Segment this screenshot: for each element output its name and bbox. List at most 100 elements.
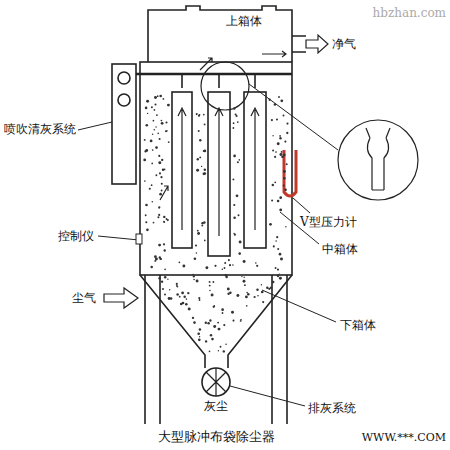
outlet-arrow bbox=[306, 35, 328, 53]
dust-dot bbox=[261, 284, 262, 285]
dust-dot bbox=[243, 277, 244, 278]
dust-dot bbox=[144, 139, 146, 141]
support-legs bbox=[145, 275, 287, 424]
controller-box bbox=[136, 234, 142, 244]
dust-dot bbox=[161, 190, 163, 192]
flow-arrow bbox=[215, 108, 223, 236]
dust-dot bbox=[209, 290, 211, 292]
dust-dot bbox=[201, 166, 202, 167]
dust-dot bbox=[272, 184, 274, 186]
dust-dot bbox=[164, 276, 167, 279]
dust-dot bbox=[145, 214, 147, 216]
filter-bag bbox=[244, 92, 266, 248]
dust-dot bbox=[281, 155, 284, 158]
dust-dot bbox=[271, 199, 273, 201]
dust-dot bbox=[198, 338, 201, 341]
dust-dot bbox=[196, 252, 198, 254]
leader-line bbox=[293, 198, 310, 213]
part-label: 中箱体 bbox=[322, 242, 358, 256]
dust-dot bbox=[275, 267, 277, 269]
dust-dot bbox=[151, 184, 153, 186]
pulse-valve bbox=[118, 72, 130, 84]
dust-dot bbox=[255, 262, 257, 264]
dust-dot bbox=[229, 292, 232, 295]
dust-dot bbox=[182, 302, 185, 305]
dust-dot bbox=[274, 156, 276, 158]
dust-dot bbox=[236, 294, 239, 297]
discharge-valve bbox=[202, 368, 230, 396]
hopper bbox=[140, 275, 292, 368]
dust-dot bbox=[237, 121, 239, 123]
dust-dot bbox=[222, 269, 224, 271]
dust-dot bbox=[143, 159, 146, 162]
dust-dot bbox=[277, 248, 279, 250]
dust-dot bbox=[199, 299, 201, 301]
dust-dot bbox=[198, 130, 200, 132]
watermark: hbzhan.com bbox=[373, 6, 446, 20]
dust-dot bbox=[204, 169, 206, 171]
dust-dot bbox=[204, 172, 206, 174]
dust-dot bbox=[279, 135, 281, 137]
dust-dot bbox=[205, 340, 207, 342]
dust-dot bbox=[188, 308, 191, 311]
dust-dot bbox=[283, 177, 286, 180]
dust-dot bbox=[168, 297, 171, 300]
pulse-manifold bbox=[112, 64, 136, 184]
dust-dot bbox=[261, 291, 264, 294]
dust-dot bbox=[165, 130, 167, 132]
dust-dot bbox=[279, 273, 280, 274]
dust-dot bbox=[233, 122, 235, 124]
outlet-pipe bbox=[292, 36, 306, 52]
dust-dot bbox=[269, 223, 272, 226]
part-label: 上箱体 bbox=[226, 14, 262, 28]
dust-dot bbox=[155, 174, 157, 176]
dust-dot bbox=[213, 306, 215, 308]
dust-dot bbox=[241, 276, 242, 277]
dust-dot bbox=[199, 156, 201, 158]
dust-dot bbox=[232, 320, 234, 322]
dust-dot bbox=[194, 258, 197, 261]
dust-dot bbox=[203, 150, 205, 152]
dust-dot bbox=[162, 288, 164, 290]
dust-dot bbox=[224, 267, 226, 269]
dust-dots bbox=[143, 95, 288, 353]
dust-dot bbox=[201, 222, 203, 224]
dust-dot bbox=[182, 265, 185, 268]
leader-line bbox=[98, 236, 139, 240]
dust-dot bbox=[146, 124, 149, 127]
dust-dot bbox=[149, 188, 151, 190]
venturi-detail bbox=[366, 128, 390, 190]
dust-dot bbox=[196, 169, 199, 172]
dust-dot bbox=[269, 98, 271, 100]
dust-dot bbox=[165, 121, 167, 123]
upper-box bbox=[148, 6, 292, 62]
dust-dot bbox=[277, 274, 280, 277]
dust-dot bbox=[233, 107, 235, 109]
dust-dot bbox=[245, 296, 248, 299]
dust-dot bbox=[195, 244, 197, 246]
dust-dot bbox=[146, 100, 149, 103]
dust-dot bbox=[198, 115, 200, 117]
dust-dot bbox=[154, 109, 156, 111]
dust-dot bbox=[232, 178, 234, 180]
dust-dot bbox=[285, 226, 286, 227]
dust-dot bbox=[196, 280, 199, 283]
dust-dot bbox=[146, 228, 149, 231]
dust-dot bbox=[193, 275, 195, 277]
dust-dot bbox=[164, 269, 166, 271]
dust-dot bbox=[192, 274, 193, 275]
dust-dot bbox=[150, 140, 153, 143]
dust-dot bbox=[213, 305, 215, 307]
dust-dot bbox=[197, 332, 200, 335]
dust-dot bbox=[211, 294, 214, 297]
dust-dot bbox=[232, 127, 234, 129]
dust-dot bbox=[272, 281, 275, 284]
dust-dot bbox=[269, 99, 270, 100]
dust-dot bbox=[277, 142, 280, 145]
dust-dot bbox=[239, 159, 241, 161]
dust-dot bbox=[284, 189, 287, 192]
dust-dot bbox=[163, 98, 165, 100]
dust-dot bbox=[163, 243, 165, 245]
dust-dot bbox=[228, 259, 230, 261]
valve-rotor bbox=[206, 368, 226, 396]
